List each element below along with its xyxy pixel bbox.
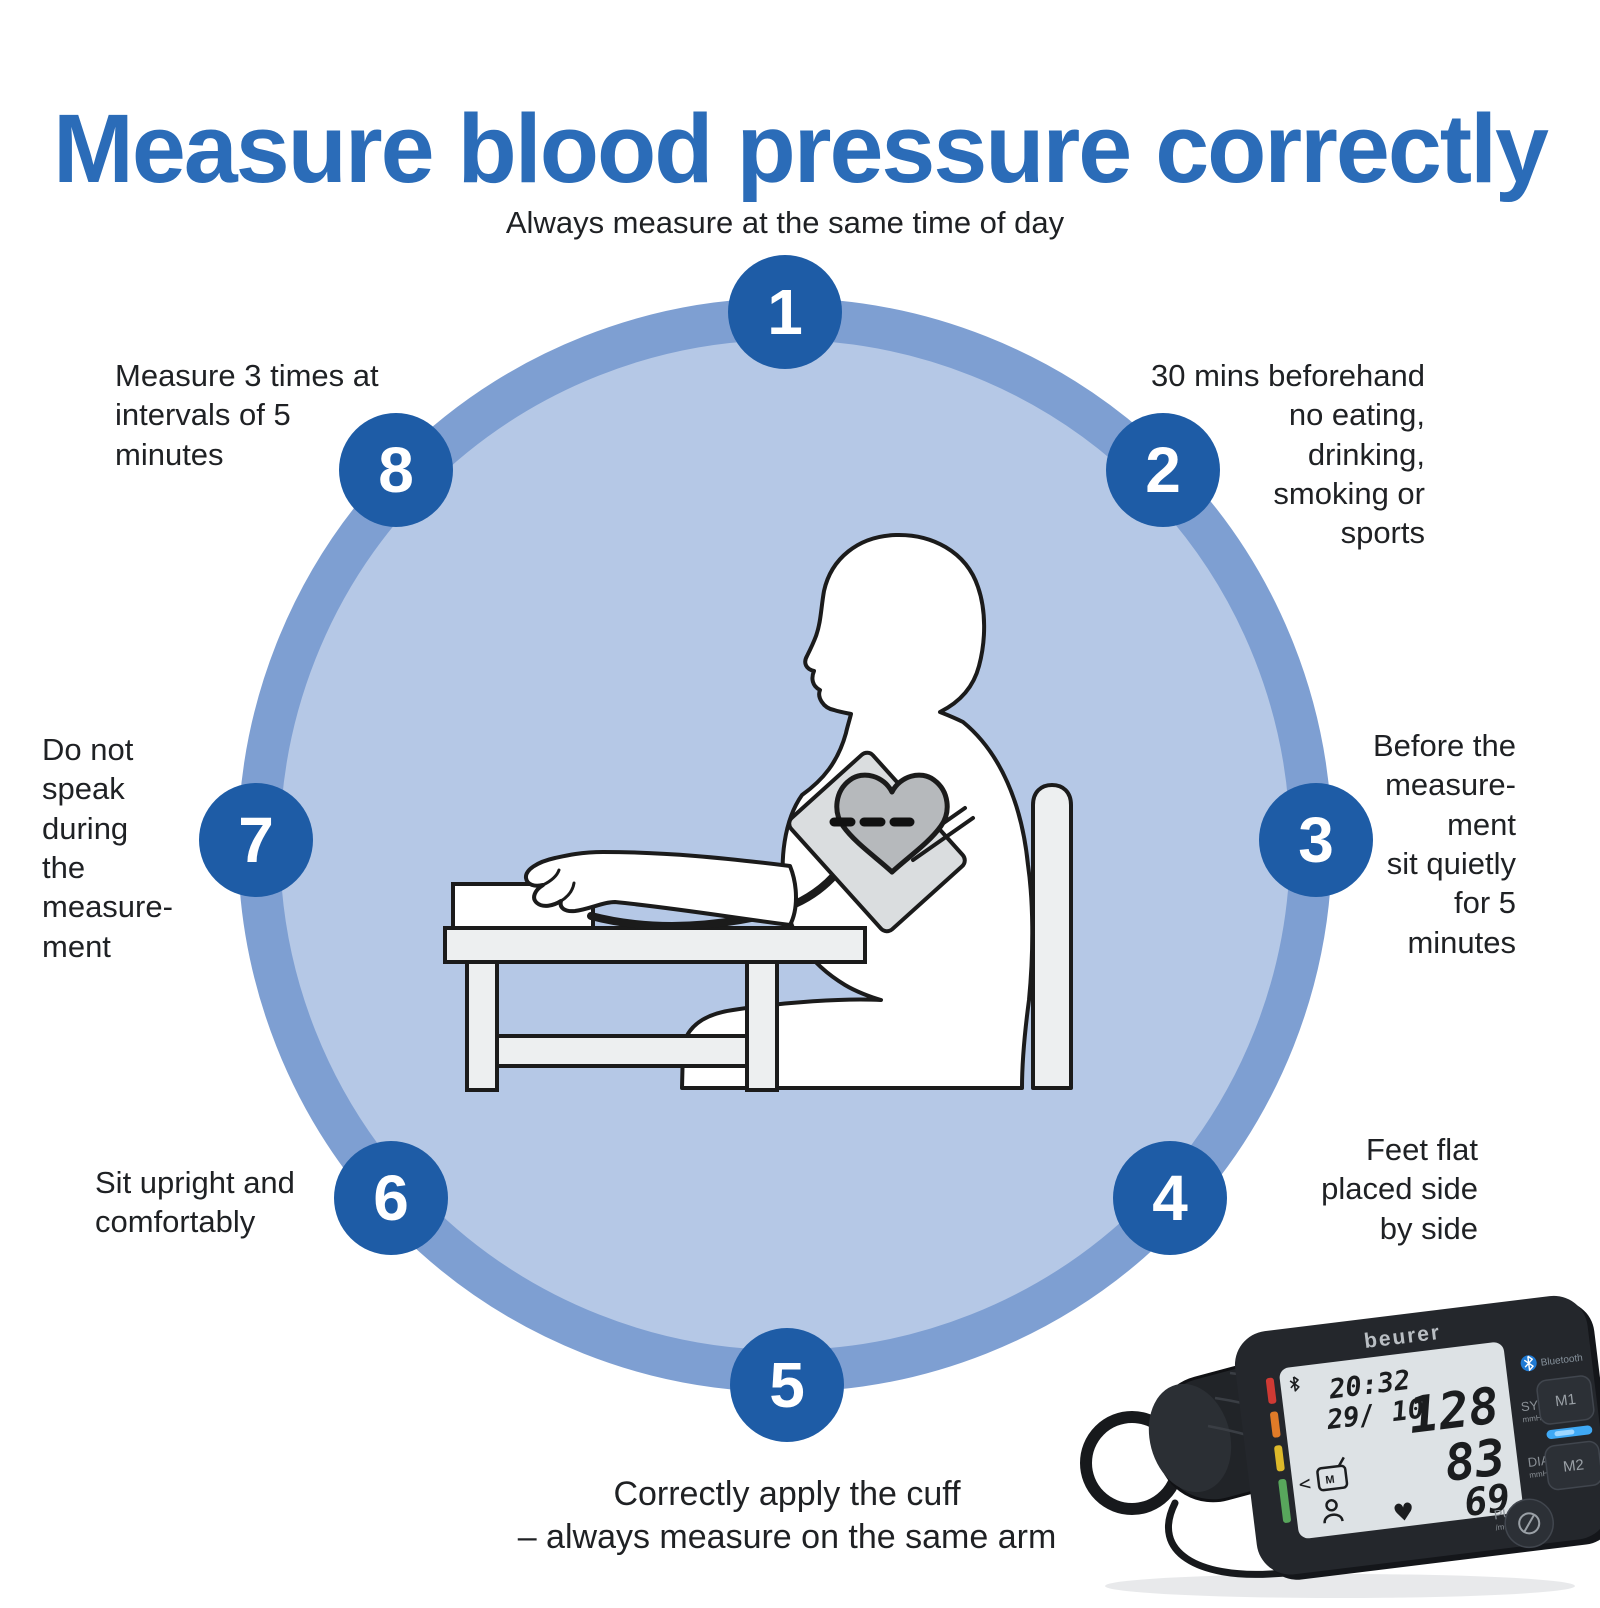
step-circle-8: 8 [339, 413, 453, 527]
step-number: 1 [767, 276, 803, 348]
m2-label: M2 [1562, 1456, 1585, 1475]
bluetooth-icon [1520, 1355, 1537, 1372]
display-pul: 69 [1462, 1476, 1513, 1525]
finger-lines [541, 868, 576, 903]
power-icon [1518, 1512, 1541, 1535]
dia-unit: mmHg [1529, 1468, 1553, 1480]
step-number: 3 [1298, 804, 1334, 876]
display-dia: 83 [1442, 1428, 1509, 1493]
step-circle-4: 4 [1113, 1141, 1227, 1255]
monitor-unit: beurer Bluetooth 20:32 29/ 10 128 83 69 … [1234, 1295, 1600, 1580]
chevron-icon: < [1297, 1471, 1312, 1496]
pul-unit: /min [1495, 1522, 1511, 1533]
step-number: 5 [769, 1349, 805, 1421]
bluetooth-screen-icon [1289, 1376, 1300, 1392]
step-label-6: Sit upright and comfortably [95, 1165, 295, 1240]
step-number: 8 [378, 434, 414, 506]
step-number: 7 [238, 804, 274, 876]
step-number: 2 [1145, 434, 1181, 506]
step-label-1: Always measure at the same time of day [505, 205, 1065, 240]
memory-buttons: M1 M2 [1536, 1375, 1600, 1491]
table [443, 926, 867, 1092]
step-label-3: Before the measure- ment sit quietly for… [1372, 728, 1516, 960]
step-label-8: Measure 3 times at intervals of 5 minute… [115, 358, 379, 472]
risk-scale [1265, 1377, 1291, 1523]
svg-text:M: M [1325, 1474, 1336, 1487]
bluetooth-label: Bluetooth [1540, 1353, 1583, 1369]
step-circle-2: 2 [1106, 413, 1220, 527]
page-title: Measure blood pressure correctly [53, 93, 1549, 203]
step-circle-7: 7 [199, 783, 313, 897]
m1-label: M1 [1554, 1391, 1577, 1410]
m1-button [1536, 1375, 1595, 1425]
sys-unit: mmHg [1522, 1413, 1546, 1425]
chair [1031, 783, 1073, 1090]
blood-pressure-cuff [787, 750, 975, 934]
power-button [1504, 1498, 1554, 1549]
arm [524, 850, 798, 927]
user-icon [1323, 1499, 1344, 1524]
bp-monitor-photo: beurer Bluetooth 20:32 29/ 10 128 83 69 … [1080, 1295, 1600, 1598]
m2-button [1544, 1440, 1600, 1491]
heart-beat-icon: ♥ [1391, 1497, 1416, 1527]
cuff-ok-icon: M [1316, 1456, 1349, 1492]
step-label-2: 30 mins beforehand no eating, drinking, … [1150, 358, 1425, 551]
step-label-4: Feet flat placed side by side [1321, 1132, 1478, 1246]
display-sys: 128 [1405, 1376, 1502, 1445]
person-measuring-illustration [443, 532, 1073, 1092]
step-label-7: Do not speak during the measure- ment [42, 732, 173, 964]
step-number: 6 [373, 1162, 409, 1234]
step-number: 4 [1152, 1162, 1188, 1234]
step-circle-3: 3 [1259, 783, 1373, 897]
step-circle-5: 5 [730, 1328, 844, 1442]
step-label-5: Correctly apply the cuff – always measur… [517, 1475, 1057, 1557]
step-circle-6: 6 [334, 1141, 448, 1255]
step-circle-1: 1 [728, 255, 842, 369]
device-shadow [1105, 1574, 1575, 1598]
